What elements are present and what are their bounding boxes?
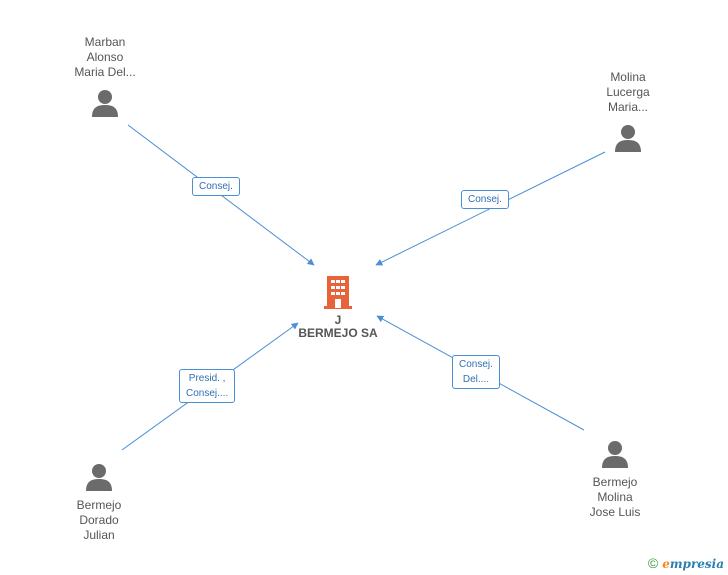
person-name-line: Marban — [84, 35, 126, 49]
logo-e: e — [662, 557, 670, 571]
role-text: Consej.... — [186, 388, 229, 399]
person-name-line: Alonso — [86, 50, 124, 64]
person-name-line: Lucerga — [606, 85, 650, 99]
role-label-molina[interactable]: Consej. — [461, 190, 509, 209]
person-node-dorado[interactable]: Bermejo Dorado Julian — [49, 462, 149, 543]
brand-footer: ©empresia — [648, 555, 724, 571]
person-name-line: Maria Del... — [74, 65, 136, 79]
person-icon — [615, 125, 641, 152]
person-icon — [86, 464, 112, 491]
person-name: Molina Lucerga Maria... — [578, 70, 678, 115]
role-label-marban[interactable]: Consej. — [192, 177, 240, 196]
role-text: Consej. — [459, 359, 493, 370]
person-name-line: Bermejo — [76, 498, 122, 512]
role-text: Presid. , — [188, 373, 226, 384]
company-name: J BERMEJO SA — [288, 314, 388, 340]
logo-text: mpresia — [669, 557, 724, 571]
person-name-line: Julian — [83, 528, 115, 542]
company-name-line2: BERMEJO SA — [298, 326, 378, 340]
empresia-logo: empresia — [662, 557, 724, 571]
person-name-line: Maria... — [607, 100, 648, 114]
person-icon — [602, 441, 628, 468]
person-icon — [92, 90, 118, 117]
person-name: Marban Alonso Maria Del... — [55, 35, 155, 80]
person-node-jose[interactable]: Bermejo Molina Jose Luis — [565, 439, 665, 520]
company-node[interactable]: J BERMEJO SA — [288, 274, 388, 340]
company-name-line1: J — [334, 313, 342, 327]
person-node-marban[interactable]: Marban Alonso Maria Del... — [55, 35, 155, 122]
role-label-dorado[interactable]: Presid. , Consej.... — [179, 369, 236, 403]
role-text: Consej. — [468, 194, 502, 205]
role-text: Del.... — [462, 374, 490, 385]
person-node-molina[interactable]: Molina Lucerga Maria... — [578, 70, 678, 157]
person-name-line: Dorado — [79, 513, 119, 527]
person-name: Bermejo Molina Jose Luis — [565, 475, 665, 520]
person-name-line: Molina — [610, 70, 646, 84]
person-name: Bermejo Dorado Julian — [49, 498, 149, 543]
role-text: Consej. — [199, 181, 233, 192]
person-name-line: Bermejo — [592, 475, 638, 489]
person-name-line: Molina — [597, 490, 633, 504]
copyright-icon: © — [647, 555, 659, 571]
person-name-line: Jose Luis — [589, 505, 641, 519]
role-label-jose[interactable]: Consej. Del.... — [452, 355, 500, 389]
building-icon — [324, 276, 352, 309]
